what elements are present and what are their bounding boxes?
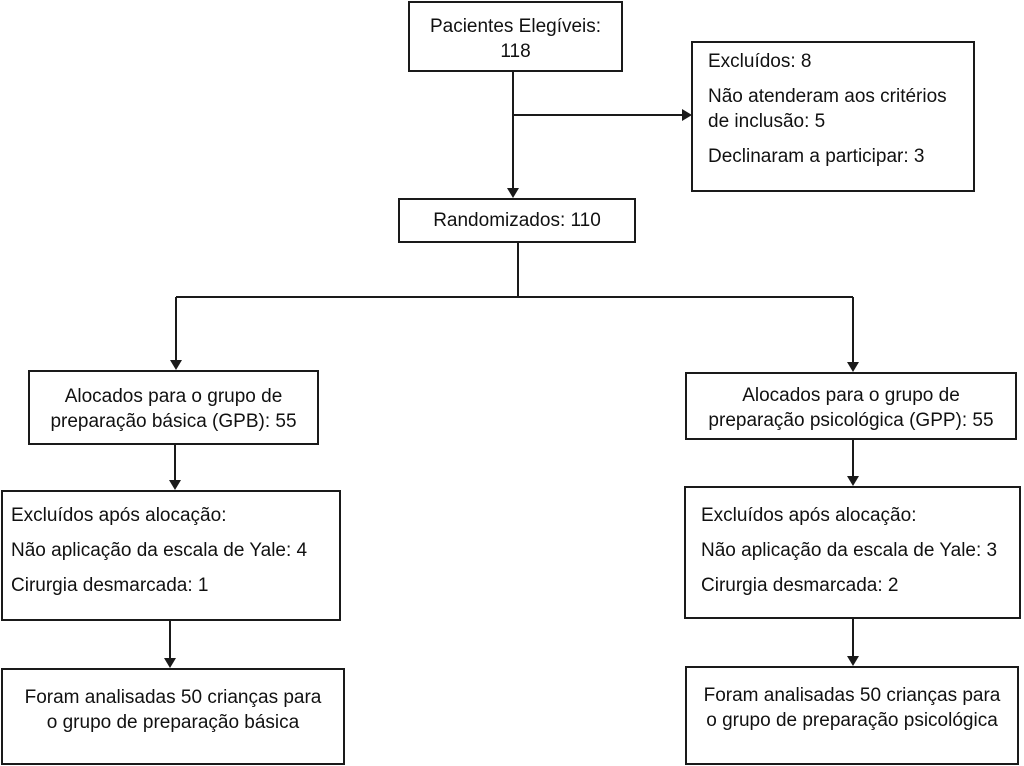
left-excluded-surgery: Cirurgia desmarcada: 1 (11, 575, 209, 596)
left-analyzed-line1: Foram analisadas 50 crianças para (24, 687, 322, 708)
excluded-declined: Declinaram a participar: 3 (708, 146, 925, 167)
excluded-box: Excluídos: 8 Não atenderam aos critérios… (691, 41, 975, 192)
arrowhead-left-analyzed (164, 658, 176, 668)
left-excluded-title: Excluídos após alocação: (11, 505, 227, 526)
arrowhead-excluded (682, 109, 692, 121)
right-analyzed-line2: o grupo de preparação psicológica (706, 710, 998, 731)
arrowhead-left-allocated (170, 360, 182, 370)
right-allocated-line1: Alocados para o grupo de (742, 385, 960, 406)
arrowhead-right-allocated (847, 362, 859, 372)
arrowhead-randomized (507, 188, 519, 198)
left-analyzed-box: Foram analisadas 50 crianças para o grup… (1, 668, 345, 765)
excluded-criteria-line1: Não atenderam aos critérios (708, 86, 947, 107)
randomized-label: Randomizados: 110 (433, 210, 601, 231)
eligible-patients-box: Pacientes Elegíveis: 118 (408, 1, 623, 72)
left-allocated-line2: preparação básica (GPB): 55 (50, 411, 297, 432)
right-analyzed-line1: Foram analisadas 50 crianças para (703, 685, 1001, 706)
eligible-label: Pacientes Elegíveis: (429, 16, 602, 37)
right-excluded-title: Excluídos após alocação: (701, 505, 917, 526)
eligible-count: 118 (500, 41, 531, 62)
arrowhead-left-excluded (169, 480, 181, 490)
randomized-box: Randomizados: 110 (398, 198, 636, 243)
left-allocated-line1: Alocados para o grupo de (64, 386, 283, 407)
arrowhead-right-analyzed (847, 656, 859, 666)
right-allocated-box: Alocados para o grupo de preparação psic… (685, 372, 1017, 440)
arrowhead-right-excluded (847, 476, 859, 486)
left-excluded-yale: Não aplicação da escala de Yale: 4 (11, 540, 308, 561)
right-analyzed-box: Foram analisadas 50 crianças para o grup… (685, 666, 1019, 765)
left-allocated-box: Alocados para o grupo de preparação bási… (28, 370, 319, 445)
right-excluded-box: Excluídos após alocação: Não aplicação d… (684, 486, 1021, 619)
right-allocated-line2: preparação psicológica (GPP): 55 (708, 410, 994, 431)
right-excluded-yale: Não aplicação da escala de Yale: 3 (701, 540, 998, 561)
left-analyzed-line2: o grupo de preparação básica (46, 712, 300, 733)
excluded-title: Excluídos: 8 (708, 51, 812, 72)
right-excluded-surgery: Cirurgia desmarcada: 2 (701, 575, 899, 596)
left-excluded-box: Excluídos após alocação: Não aplicação d… (1, 490, 341, 621)
excluded-criteria-line2: de inclusão: 5 (708, 111, 826, 132)
